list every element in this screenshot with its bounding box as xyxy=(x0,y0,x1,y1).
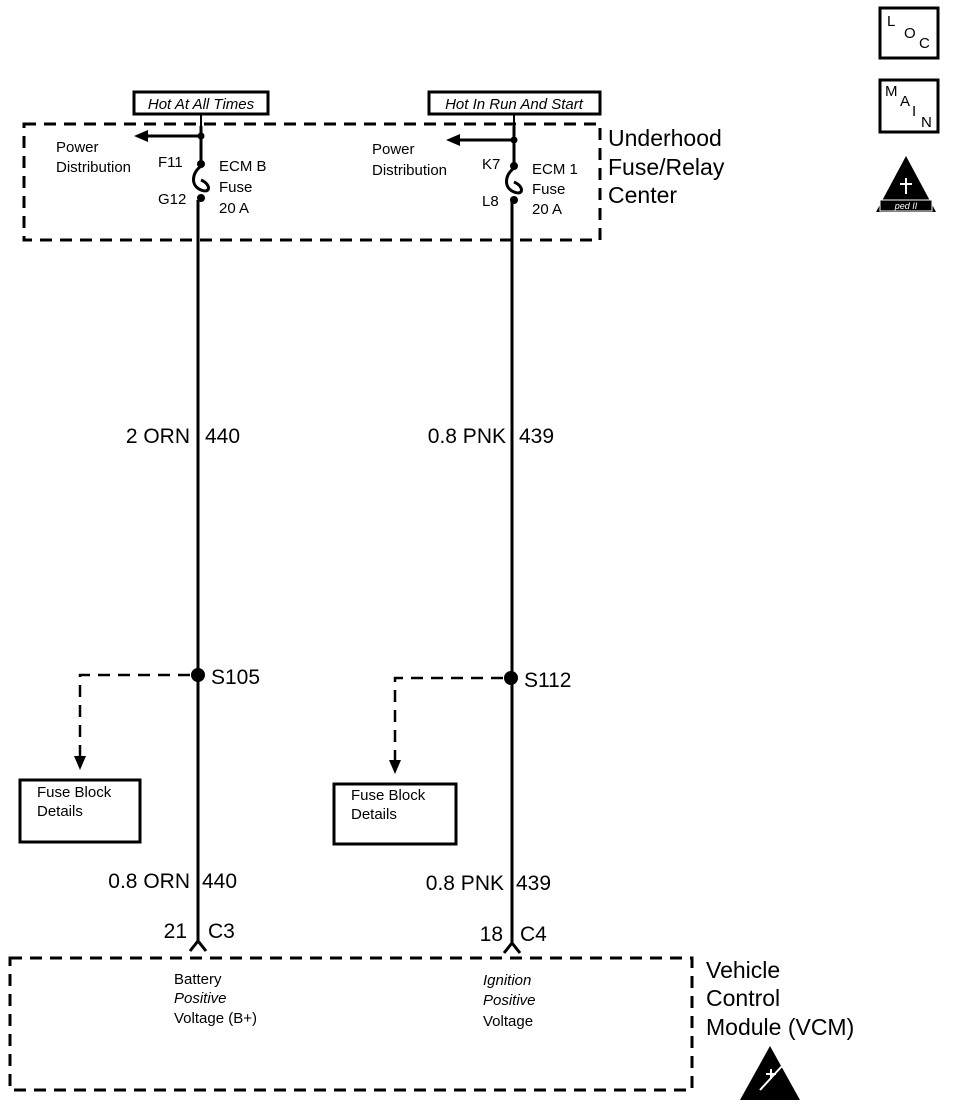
fuse-block-arrow-right xyxy=(389,760,401,774)
hot-in-run-and-start-label: Hot In Run And Start xyxy=(445,96,584,113)
underhood-fuse-relay-center-outline xyxy=(22,122,602,242)
loc-icon-letter-c: C xyxy=(919,35,930,52)
ecm-1-fuse-rating: 20 A xyxy=(532,201,562,218)
vcm-battery-label-line2: Positive xyxy=(174,990,227,1007)
connector-c3-label: C3 xyxy=(208,920,235,943)
fuse-block-details-right-line2: Details xyxy=(351,806,397,823)
power-distribution-right-line1: Power xyxy=(372,141,415,158)
connector-c4-icon xyxy=(502,940,522,954)
power-distribution-left-line1: Power xyxy=(56,139,99,156)
loc-icon-letter-l: L xyxy=(887,13,895,30)
ecm-b-fuse-rating: 20 A xyxy=(219,200,249,217)
power-distribution-left-line2: Distribution xyxy=(56,159,131,176)
circuit-440-lower-size-color: 0.8 ORN xyxy=(108,870,190,893)
ecm-1-fuse-label: Fuse xyxy=(532,181,565,198)
esd-warning-icon[interactable]: ped II xyxy=(876,156,936,212)
splice-s112-label: S112 xyxy=(524,669,572,692)
circuit-439-lower-size-color: 0.8 PNK xyxy=(426,872,504,895)
main-icon-letter-m: M xyxy=(885,83,898,100)
power-distribution-arrow-left xyxy=(134,130,148,142)
esd-icon-caption: ped II xyxy=(894,201,918,211)
fuse-pin-l8: L8 xyxy=(482,193,499,210)
power-distribution-arrow-right xyxy=(446,134,460,146)
fuse-block-details-left-line2: Details xyxy=(37,803,83,820)
vcm-name-line3: Module (VCM) xyxy=(706,1014,854,1040)
connector-c4-label: C4 xyxy=(520,923,547,946)
vcm-ignition-label-line3: Voltage xyxy=(483,1013,533,1030)
connector-c4-pin-number: 18 xyxy=(480,923,503,946)
fuse-block-details-box-left[interactable] xyxy=(18,778,142,844)
main-icon-letter-i: I xyxy=(912,103,916,120)
vcm-ignition-label-line1: Ignition xyxy=(483,972,531,989)
fuse-block-details-box-right[interactable] xyxy=(332,782,458,846)
main-icon-letter-n: N xyxy=(921,114,932,131)
connector-c3-icon xyxy=(188,938,208,952)
ecm-b-fuse-name: ECM B xyxy=(219,158,267,175)
vcm-battery-label-line3: Voltage (B+) xyxy=(174,1010,257,1027)
esd-warning-icon-bottom[interactable] xyxy=(740,1046,800,1100)
circuit-440-lower-number: 440 xyxy=(202,870,237,893)
main-icon-letter-a: A xyxy=(900,93,910,110)
fuse-block-arrow-left xyxy=(74,756,86,770)
main-icon[interactable]: M A I N xyxy=(878,78,940,134)
vehicle-control-module-outline xyxy=(8,956,694,1092)
vcm-battery-label-line1: Battery xyxy=(174,971,222,988)
ecm-b-fuse-label: Fuse xyxy=(219,179,252,196)
ecm-1-fuse-name: ECM 1 xyxy=(532,161,578,178)
fuse-pin-g12: G12 xyxy=(158,191,186,208)
circuit-440-upper-number: 440 xyxy=(205,425,240,448)
ecm-b-fuse-icon xyxy=(192,164,210,193)
circuit-440-upper-size-color: 2 ORN xyxy=(126,425,190,448)
ufrc-name-line3: Center xyxy=(608,182,677,208)
loc-icon-letter-o: O xyxy=(904,25,916,42)
hot-at-all-times-label: Hot At All Times xyxy=(148,96,255,113)
vcm-name-line1: Vehicle xyxy=(706,957,780,983)
splice-s112 xyxy=(504,671,518,685)
vcm-name-line2: Control xyxy=(706,985,780,1011)
ufrc-name-line2: Fuse/Relay xyxy=(608,154,725,180)
circuit-439-lower-number: 439 xyxy=(516,872,551,895)
splice-s105-label: S105 xyxy=(211,666,260,689)
ecm-1-fuse-icon xyxy=(505,166,523,195)
fuse-pin-k7: K7 xyxy=(482,156,500,173)
vcm-ignition-label-line2: Positive xyxy=(483,992,536,1009)
ufrc-name-line1: Underhood xyxy=(608,125,722,151)
circuit-439-upper-size-color: 0.8 PNK xyxy=(428,425,506,448)
splice-s105 xyxy=(191,668,205,682)
power-distribution-right-line2: Distribution xyxy=(372,162,447,179)
fuse-block-details-left-line1: Fuse Block xyxy=(37,784,112,801)
fuse-block-details-right-line1: Fuse Block xyxy=(351,787,426,804)
loc-icon[interactable]: L O C xyxy=(878,6,940,60)
fuse-pin-f11: F11 xyxy=(158,154,183,171)
circuit-439-upper-number: 439 xyxy=(519,425,554,448)
connector-c3-pin-number: 21 xyxy=(164,920,187,943)
